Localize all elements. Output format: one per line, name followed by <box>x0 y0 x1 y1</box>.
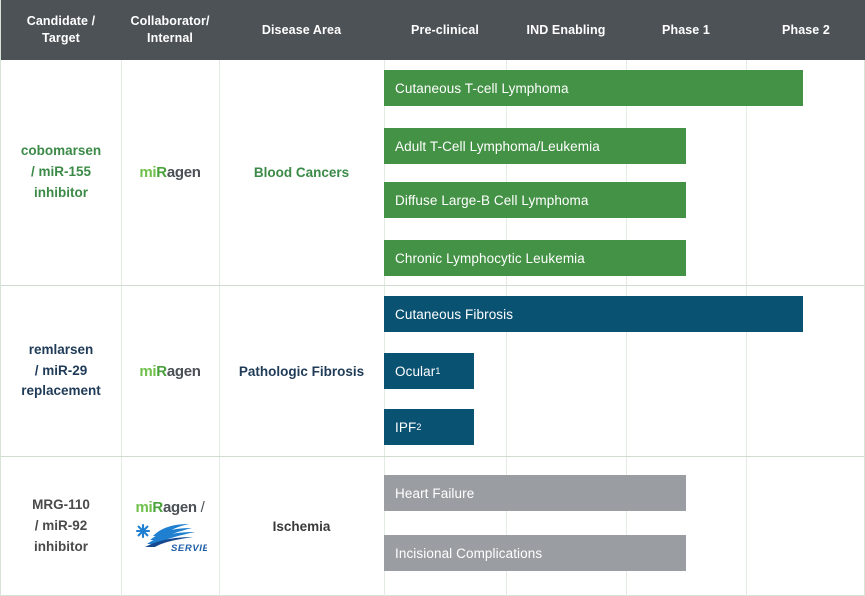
miragen-logo: miRagen <box>139 362 201 380</box>
servier-swoosh-dark <box>145 537 193 547</box>
miragen-slash: / <box>196 499 205 516</box>
program-bar-chronic-lymphocytic-leukemia[interactable]: Chronic Lymphocytic Leukemia <box>384 240 686 276</box>
collaborator-logo-miragen-1: miRagen <box>121 60 219 285</box>
miragen-mi: mi <box>139 164 157 181</box>
miragen-logo: miRagen <box>139 164 201 181</box>
program-label: Adult T-Cell Lymphoma/Leukemia <box>395 138 600 154</box>
miragen-logo: miRagen / <box>135 500 204 515</box>
header-candidate-target: Candidate / Target <box>26 14 96 45</box>
candidate-remlarsen: remlarsen / miR-29 replacement <box>21 341 101 399</box>
program-bar-diffuse-large-b-cell-lymphoma[interactable]: Diffuse Large-B Cell Lymphoma <box>384 182 686 218</box>
program-label: Heart Failure <box>395 485 475 501</box>
program-bar-incisional-complications[interactable]: Incisional Complications <box>384 535 686 571</box>
collaborator-logo-miragen-servier: miRagen / SERVIER <box>121 457 219 596</box>
program-bar-cutaneous-t-cell-lymphoma[interactable]: Cutaneous T-cell Lymphoma <box>384 70 803 106</box>
miragen-mi: mi <box>135 499 153 516</box>
header-ind-enabling: IND Enabling <box>526 22 606 37</box>
header-pre-clinical: Pre-clinical <box>411 22 479 37</box>
header-phase-1: Phase 1 <box>662 22 710 37</box>
program-bar-cutaneous-fibrosis[interactable]: Cutaneous Fibrosis <box>384 296 803 332</box>
program-label: Incisional Complications <box>395 545 543 561</box>
disease-area-ischemia: Ischemia <box>272 519 331 534</box>
servier-star-icon <box>135 523 151 539</box>
gridline-vertical <box>219 60 220 596</box>
program-label: Cutaneous Fibrosis <box>395 306 514 322</box>
row-divider <box>1 456 865 457</box>
candidate-mrg-110: MRG-110 / miR-92 inhibitor <box>32 497 90 554</box>
servier-logo: SERVIER <box>133 523 207 553</box>
program-label: Diffuse Large-B Cell Lymphoma <box>395 192 589 208</box>
miragen-agen: agen <box>166 362 201 380</box>
row-divider <box>1 285 865 286</box>
miragen-r: R <box>156 362 167 380</box>
servier-swoosh-icon <box>147 524 195 544</box>
header-phase-2: Phase 2 <box>782 22 830 37</box>
miragen-r: R <box>156 164 167 181</box>
program-label: Ocular <box>395 363 436 379</box>
collaborator-logo-miragen-2: miRagen <box>121 286 219 456</box>
gridline-vertical <box>121 60 122 596</box>
miragen-mi: mi <box>139 362 157 380</box>
disease-area-pathologic-fibrosis: Pathologic Fibrosis <box>238 363 365 379</box>
program-label: Chronic Lymphocytic Leukemia <box>395 250 585 266</box>
candidate-cobomarsen: cobomarsen / miR-155 inhibitor <box>20 143 102 200</box>
program-bar-heart-failure[interactable]: Heart Failure <box>384 475 686 511</box>
miragen-agen: agen <box>162 499 197 516</box>
program-label: IPF <box>395 419 417 435</box>
disease-area-blood-cancers: Blood Cancers <box>253 165 350 180</box>
program-label: Cutaneous T-cell Lymphoma <box>395 80 569 96</box>
table-header: Candidate / Target Collaborator/ Interna… <box>1 0 865 60</box>
servier-wordmark: SERVIER <box>171 543 207 553</box>
miragen-r: R <box>152 499 163 516</box>
header-disease-area: Disease Area <box>261 22 342 37</box>
header-collaborator-internal: Collaborator/ Internal <box>130 14 210 45</box>
program-bar-adult-t-cell-lymphoma-leukemia[interactable]: Adult T-Cell Lymphoma/Leukemia <box>384 128 686 164</box>
miragen-agen: agen <box>166 164 201 181</box>
